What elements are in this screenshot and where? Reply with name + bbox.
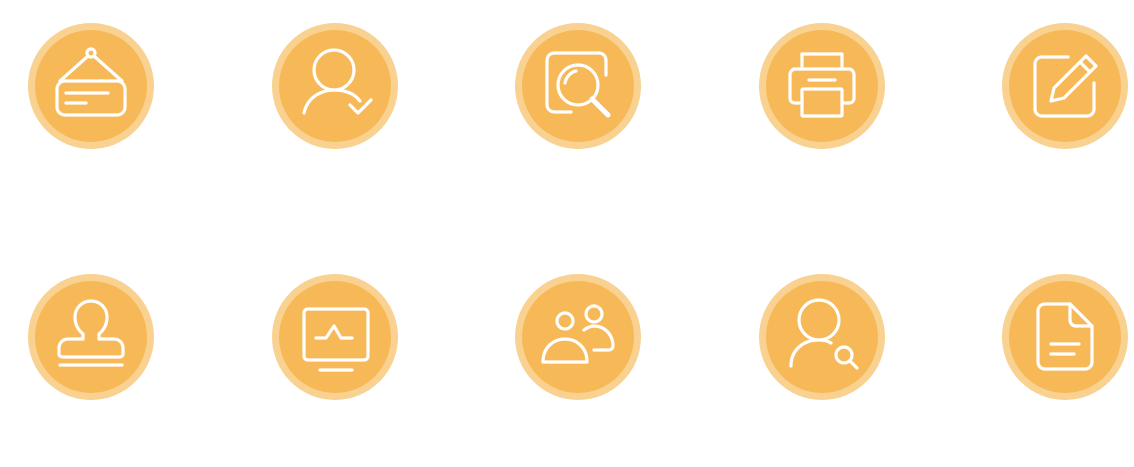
users-group-icon <box>515 274 641 400</box>
user-search-icon-button[interactable] <box>759 274 885 400</box>
document-icon-button[interactable] <box>1002 274 1128 400</box>
stamp-icon <box>28 274 154 400</box>
printer-icon <box>759 23 885 149</box>
hanging-sign-icon-button[interactable] <box>28 23 154 149</box>
edit-icon <box>1002 23 1128 149</box>
edit-icon-button[interactable] <box>1002 23 1128 149</box>
stamp-icon-button[interactable] <box>28 274 154 400</box>
hanging-sign-icon <box>28 23 154 149</box>
search-document-icon-button[interactable] <box>515 23 641 149</box>
users-group-icon-button[interactable] <box>515 274 641 400</box>
user-check-icon <box>272 23 398 149</box>
monitor-chart-icon <box>272 274 398 400</box>
search-document-icon <box>515 23 641 149</box>
monitor-chart-icon-button[interactable] <box>272 274 398 400</box>
printer-icon-button[interactable] <box>759 23 885 149</box>
user-check-icon-button[interactable] <box>272 23 398 149</box>
user-search-icon <box>759 274 885 400</box>
document-icon <box>1002 274 1128 400</box>
